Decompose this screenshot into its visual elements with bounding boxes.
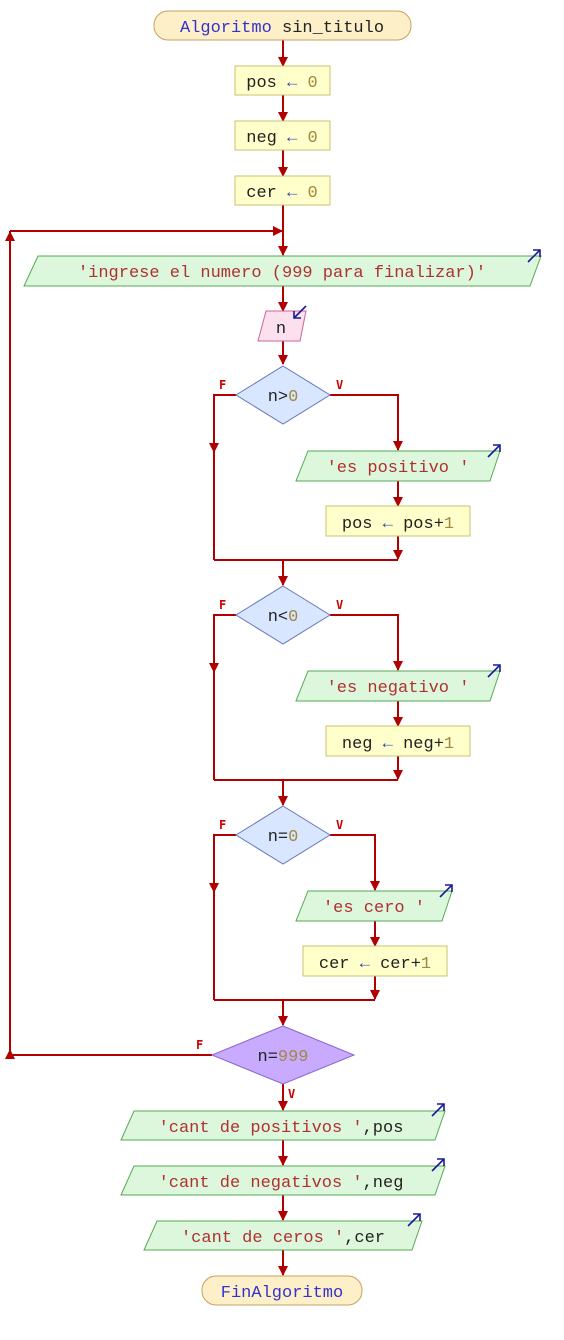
- output-negative: 'es negativo ': [295, 664, 501, 702]
- svg-text:pos ← 0: pos ← 0: [246, 74, 317, 93]
- svg-text:'es cero ': 'es cero ': [323, 899, 425, 918]
- assign-neg-increment: neg ← neg+1: [325, 725, 471, 757]
- decision-negative: n<0 F V: [219, 585, 343, 645]
- start-node: Algoritmo sin_titulo: [153, 10, 412, 41]
- flow-check1-false: [209, 394, 236, 453]
- flow-check3-false: [209, 834, 236, 893]
- output-arrow-icon: [527, 249, 541, 263]
- svg-text:Algoritmo sin_titulo: Algoritmo sin_titulo: [180, 19, 384, 38]
- flow-loop-back: [9, 231, 212, 1056]
- svg-text:'es negativo ': 'es negativo ': [327, 679, 470, 698]
- svg-text:n=999: n=999: [257, 1048, 308, 1067]
- output-arrow-icon: [407, 1213, 421, 1227]
- output-arrow-icon: [487, 444, 501, 458]
- false-label: F: [219, 598, 226, 612]
- output-zero: 'es cero ': [295, 884, 453, 922]
- start-keyword: Algoritmo: [180, 19, 272, 38]
- output-prompt: 'ingrese el numero (999 para finalizar)': [23, 249, 542, 287]
- assign-pos-init: pos ← 0: [234, 65, 331, 96]
- svg-text:neg ← 0: neg ← 0: [246, 129, 317, 148]
- end-node: FinAlgoritmo: [201, 1275, 363, 1306]
- decision-positive: n>0 F V: [219, 365, 343, 425]
- output-positive: 'es positivo ': [295, 444, 501, 482]
- svg-text:n<0: n<0: [268, 608, 299, 627]
- true-label: V: [336, 598, 343, 612]
- output-count-negative: 'cant de negativos ',neg: [120, 1158, 446, 1196]
- svg-text:'cant de ceros ',cer: 'cant de ceros ',cer: [181, 1229, 385, 1248]
- flow-check2-true: [330, 614, 403, 671]
- output-count-positive: 'cant de positivos ',pos: [120, 1103, 446, 1141]
- true-label: V: [336, 818, 343, 832]
- flow-check3-true: [330, 834, 380, 891]
- false-label: F: [219, 818, 226, 832]
- svg-text:'es positivo ': 'es positivo ': [327, 459, 470, 478]
- svg-text:'ingrese el numero (999 para f: 'ingrese el numero (999 para finalizar)': [78, 264, 486, 283]
- input-read: n: [257, 305, 307, 342]
- output-arrow-icon: [431, 1103, 445, 1117]
- flow-check1-true: [330, 394, 403, 451]
- assign-cer-increment: cer ← cer+1: [302, 945, 448, 977]
- decision-zero: n=0 F V: [219, 805, 343, 865]
- svg-text:n>0: n>0: [268, 388, 299, 407]
- flow-lines: [4, 40, 403, 1276]
- output-arrow-icon: [487, 664, 501, 678]
- assign-neg-init: neg ← 0: [234, 120, 331, 151]
- svg-text:FinAlgoritmo: FinAlgoritmo: [221, 1284, 343, 1303]
- svg-text:n: n: [276, 320, 286, 339]
- decision-loop-end: n=999 F V: [196, 1025, 356, 1101]
- assign-pos-increment: pos ← pos+1: [325, 505, 471, 537]
- svg-text:'cant de negativos ',neg: 'cant de negativos ',neg: [159, 1174, 404, 1193]
- input-arrow-icon: [293, 305, 307, 319]
- assign-cer-init: cer ← 0: [234, 175, 331, 206]
- output-count-zero: 'cant de ceros ',cer: [143, 1213, 423, 1251]
- false-label: F: [196, 1038, 203, 1052]
- output-arrow-icon: [431, 1158, 445, 1172]
- flow-check2-false: [209, 614, 236, 673]
- svg-text:cer ← cer+1: cer ← cer+1: [319, 955, 431, 974]
- svg-text:cer ← 0: cer ← 0: [246, 184, 317, 203]
- svg-text:'cant de positivos ',pos: 'cant de positivos ',pos: [159, 1119, 404, 1138]
- true-label: V: [336, 378, 343, 392]
- algorithm-name: sin_titulo: [282, 19, 384, 38]
- svg-text:pos ← pos+1: pos ← pos+1: [342, 515, 454, 534]
- false-label: F: [219, 378, 226, 392]
- svg-text:neg ← neg+1: neg ← neg+1: [342, 735, 454, 754]
- output-arrow-icon: [439, 884, 453, 898]
- true-label: V: [288, 1087, 295, 1101]
- svg-text:n=0: n=0: [268, 828, 299, 847]
